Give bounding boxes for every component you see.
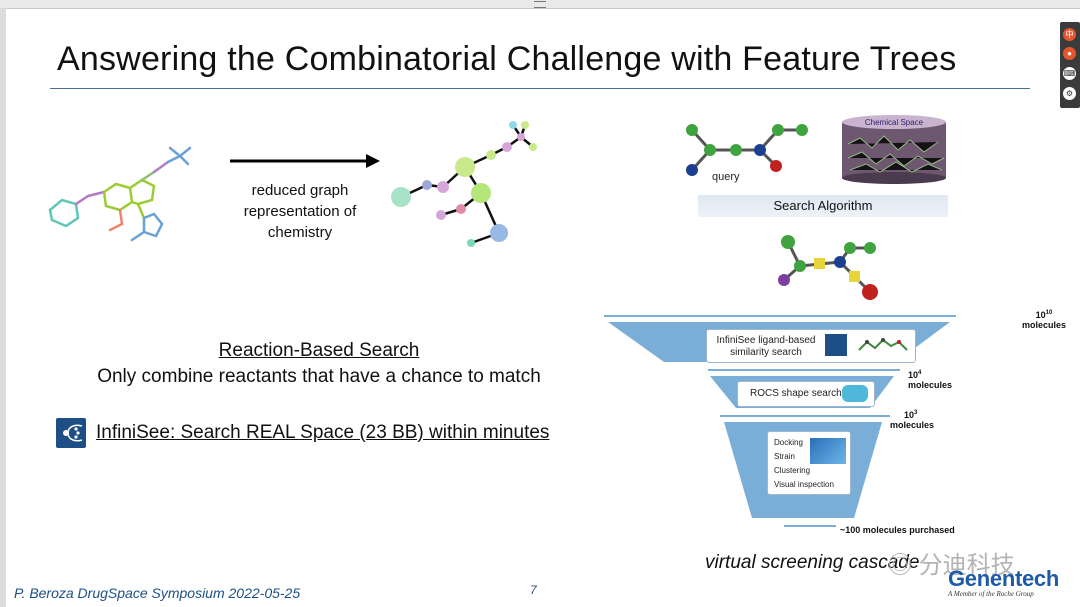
microphone-icon[interactable]: ● (1063, 47, 1076, 60)
reduction-arrow-icon (230, 154, 380, 168)
language-toggle-icon[interactable]: 中 (1063, 28, 1076, 41)
docking-thumbnail-image (810, 438, 846, 464)
infinisee-search-box: InfiniSee ligand-based similarity search (706, 329, 916, 363)
step-docking: Docking (774, 438, 803, 447)
chemical-space-image: Chemical Space (842, 115, 946, 184)
genentech-logo: Genentech (948, 566, 1059, 591)
infinisee-mini-logo-icon (825, 334, 847, 356)
left-scroll-edge (0, 8, 6, 607)
purchased-count: ~100 molecules purchased (840, 525, 955, 535)
query-molecule-image (686, 124, 808, 176)
step-visual-inspection: Visual inspection (774, 480, 834, 489)
search-algorithm-label: Search Algorithm (773, 198, 873, 213)
page-number: 7 (530, 583, 537, 597)
step-clustering: Clustering (774, 466, 811, 475)
drag-handle-icon[interactable] (534, 1, 546, 8)
docking-steps-box: Docking Strain Clustering Visual inspect… (767, 431, 851, 495)
wechat-watermark: ◎ 分迪科技 (888, 552, 1015, 579)
infinisee-label: InfiniSee: Search REAL Space (23 BB) wit… (96, 422, 550, 443)
infinisee-logo-icon (56, 418, 86, 448)
infinisee-search-label: InfiniSee ligand-based similarity search (716, 335, 816, 358)
slide-title: Answering the Combinatorial Challenge wi… (57, 40, 957, 78)
step-strain: Strain (774, 452, 795, 461)
molecule-structure-image (48, 146, 192, 242)
ligand-thumbnail-image (858, 338, 908, 351)
window-top-bar (0, 0, 1080, 9)
rocs-search-label: ROCS shape search (750, 388, 842, 399)
arrow-caption: reduced graph representation of chemistr… (243, 182, 357, 241)
roche-tagline: A Member of the Roche Group (948, 590, 1034, 598)
reaction-search-heading: Reaction-Based Search (218, 340, 420, 361)
result-molecule-image (778, 235, 878, 300)
chemical-space-label: Chemical Space (865, 118, 924, 127)
side-toolbar: 中 ● ⌨ ⚙ (1060, 22, 1080, 108)
reaction-search-description: Only combine reactants that have a chanc… (97, 366, 541, 387)
settings-icon[interactable]: ⚙ (1063, 87, 1076, 100)
keyboard-icon[interactable]: ⌨ (1063, 67, 1076, 80)
wechat-icon: ◎ (888, 552, 919, 579)
title-divider (50, 88, 1030, 89)
search-algorithm-band (698, 195, 948, 217)
cascade-caption: virtual screening cascade (705, 552, 920, 573)
shape-thumbnail-image (842, 385, 868, 402)
query-label: query (712, 171, 740, 183)
infinisee-link[interactable]: InfiniSee: Search REAL Space (23 BB) wit… (56, 418, 549, 448)
footer-citation: P. Beroza DrugSpace Symposium 2022-05-25 (14, 585, 301, 601)
reduced-graph-image (391, 121, 537, 247)
rocs-search-box: ROCS shape search (737, 381, 875, 407)
